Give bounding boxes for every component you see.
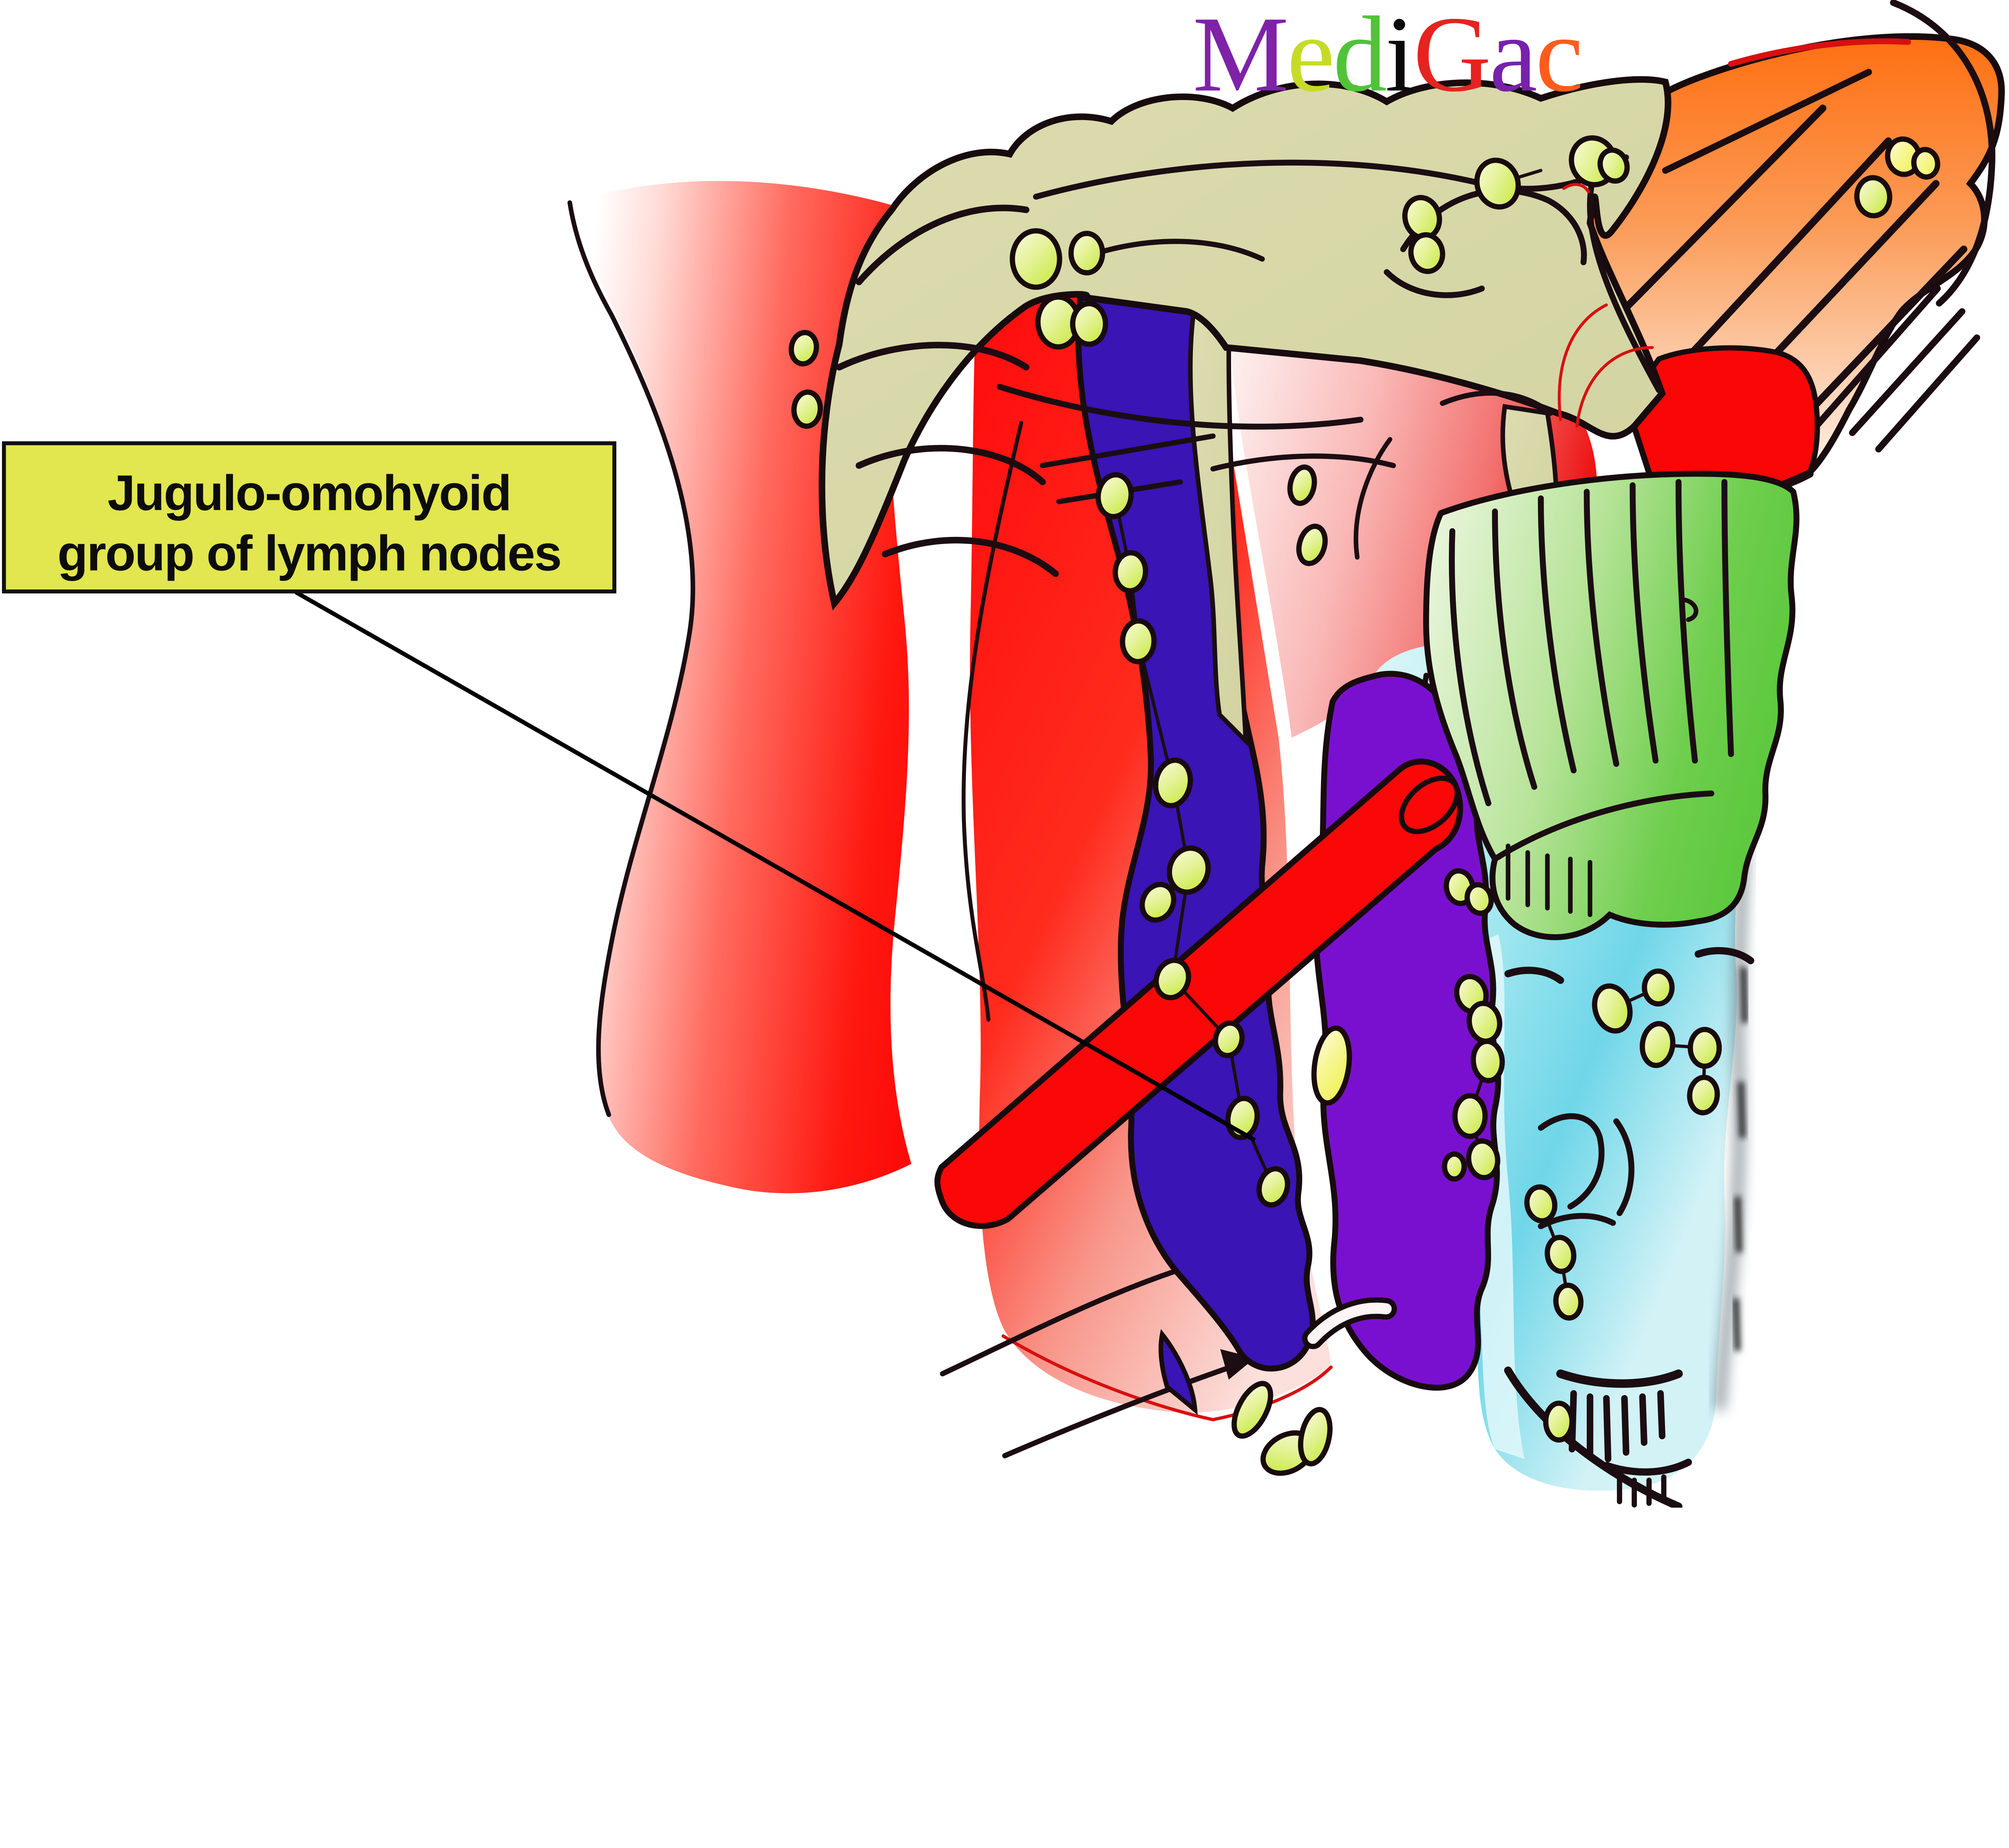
lymph-node [1442,1151,1467,1182]
logo-letter: G [1413,0,1489,114]
lymph-node [1452,1093,1488,1139]
lymph-node [1408,232,1445,274]
lymph-node [1854,175,1892,219]
lymph-node [1232,1381,1273,1439]
vein-branch-shape [1158,1329,1198,1415]
lymph-node [1471,1038,1505,1083]
tube-end-cap [1399,776,1460,834]
lymph-node [1166,845,1211,895]
logo-letter: e [1287,0,1333,114]
lymph-node [1287,464,1317,506]
lymph-node [1553,1282,1584,1321]
logo-letter: c [1535,0,1581,114]
lymph-node [1465,882,1494,916]
lymph-node [1597,147,1630,184]
lymph-node [1592,983,1633,1034]
outline-arc [1890,0,1995,307]
lymph-nodes-layer [788,135,1940,1476]
lymph-node [1298,1407,1333,1467]
lymph-node [1296,524,1328,566]
lymph-node [1524,1184,1558,1224]
logo-letter: d [1333,0,1387,114]
lymph-node [1688,1027,1722,1069]
lymph-node [1687,1074,1720,1115]
lymph-node [1639,1021,1676,1068]
lymph-node [1543,1400,1575,1443]
lymph-node [1068,231,1105,276]
lymph-node [1256,1166,1290,1208]
lymph-node [1311,1025,1352,1106]
lymph-node [1010,228,1062,290]
lymph-node [1642,968,1675,1007]
logo-letter: i [1385,0,1414,114]
scalene-muscle-shape [1423,471,1800,940]
lymph-node [1545,1234,1577,1274]
logo-letter: a [1489,0,1537,114]
label-line-2: group of lymph nodes [57,526,561,581]
medigac-logo: MediGac [1193,0,1581,114]
white-gap-shape [1307,1302,1392,1344]
lymph-node [1120,618,1157,665]
lymph-node [1474,158,1521,210]
lymph-node [791,389,823,429]
hyoid-muscle-complex-shape [818,76,1671,611]
lymph-node [1213,1020,1245,1058]
label-box [2,441,616,593]
label-leader-line [295,590,1256,1142]
lymph-node [1113,550,1148,593]
logo-letter: M [1193,0,1287,114]
lymph-node [1466,1138,1500,1181]
lymph-node [1153,757,1193,808]
lymph-node [1140,882,1176,923]
omohyoid-muscle-tube-shape [934,758,1463,1229]
medical-illustration-canvas: Jugulo-omohyoid group of lymph nodes Med… [2,0,2005,1508]
label-line-1: Jugulo-omohyoid [108,466,511,521]
lymph-node [1070,301,1108,347]
lymph-node [1154,958,1191,1001]
lymph-node [788,330,819,366]
lymph-node [1095,472,1134,520]
lymph-node [1911,147,1940,180]
annotation-label: Jugulo-omohyoid group of lymph nodes [2,441,616,593]
